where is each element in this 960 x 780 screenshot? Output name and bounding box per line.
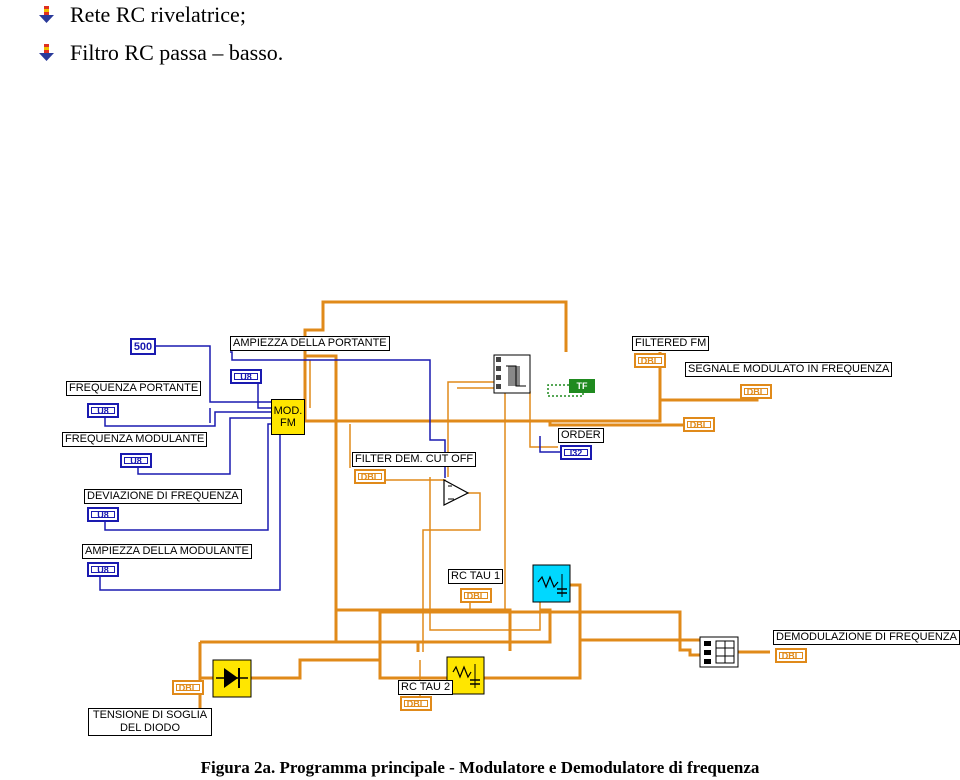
wire <box>248 382 272 409</box>
terminal-tensione-soglia[interactable]: DBL <box>172 680 204 695</box>
terminal-frequenza-portante[interactable]: U8 <box>87 403 119 418</box>
mod-fm-line1: MOD. <box>273 405 303 417</box>
build-array-icon <box>699 636 739 668</box>
terminal-ampiezza-modulante[interactable]: U8 <box>87 562 119 577</box>
label-frequenza-modulante: FREQUENZA MODULANTE <box>62 432 208 447</box>
wire <box>422 492 481 652</box>
rc-network-icon <box>532 564 571 603</box>
terminal-deviazione-frequenza[interactable]: U8 <box>87 507 119 522</box>
wire <box>198 642 213 680</box>
terminal-segnale-modulato[interactable]: DBL <box>740 384 772 399</box>
wire <box>305 352 662 423</box>
label-rc-tau-2: RC TAU 2 <box>398 680 454 695</box>
wire <box>547 384 584 397</box>
label-deviazione-frequenza: DEVIAZIONE DI FREQUENZA <box>84 489 242 504</box>
wire <box>378 610 700 660</box>
label-filtered-fm: FILTERED FM <box>632 336 710 351</box>
wire <box>447 381 494 477</box>
terminal-ampiezza-portante[interactable]: U8 <box>230 369 262 384</box>
wire <box>336 608 552 644</box>
wire <box>483 638 700 680</box>
terminal-boolean[interactable]: TF <box>569 379 595 393</box>
terminal-rc-tau-2[interactable]: DBL <box>400 696 432 711</box>
label-ampiezza-portante: AMPIEZZA DELLA PORTANTE <box>230 336 390 351</box>
wire <box>104 423 272 531</box>
label-segnale-modulato: SEGNALE MODULATO IN FREQUENZA <box>685 362 893 377</box>
filter-vi-icon <box>493 354 531 394</box>
figure-caption: Figura 2a. Programma principale - Modula… <box>200 758 760 777</box>
terminal-order[interactable]: I32 <box>560 445 592 460</box>
diode-icon <box>212 659 252 698</box>
label-rc-tau-1: RC TAU 1 <box>448 569 504 584</box>
label-ampiezza-modulante: AMPIEZZA DELLA MODULANTE <box>82 544 252 559</box>
terminal-frequenza-modulante[interactable]: U8 <box>120 453 152 468</box>
label-demodulazione: DEMODULAZIONE DI FREQUENZA <box>773 630 960 645</box>
wire <box>137 417 272 475</box>
comparator-icon <box>443 478 470 506</box>
terminal-demodulazione[interactable]: DBL <box>775 648 807 663</box>
bullet-text: Filtro RC passa – basso. <box>70 40 284 65</box>
constant-500[interactable]: 500 <box>130 338 156 355</box>
rc-filter-icon <box>446 656 485 695</box>
bullet-arrow-icon <box>39 6 54 23</box>
label-frequenza-portante: FREQUENZA PORTANTE <box>66 381 202 396</box>
wire <box>429 477 541 631</box>
label-order: ORDER <box>558 428 604 443</box>
block-diagram-wires <box>99 300 770 725</box>
bullet-arrow-icon <box>39 44 54 61</box>
wire <box>303 354 338 642</box>
label-tensione-soglia: TENSIONE DI SOGLIA DEL DIODO <box>88 708 212 736</box>
wire <box>305 419 683 427</box>
terminal-rc-tau-1[interactable]: DBL <box>460 588 492 603</box>
bullet-item: Rete RC rivelatrice; <box>36 0 246 30</box>
terminal-dbl-output[interactable]: DBL <box>683 417 715 432</box>
terminal-filter-cut-off[interactable]: DBL <box>354 469 386 484</box>
wire <box>104 411 272 427</box>
mod-fm-block[interactable]: MOD. FM <box>271 399 305 435</box>
wire <box>539 436 560 453</box>
terminal-filtered-fm[interactable]: DBL <box>634 353 666 368</box>
bullet-item: Filtro RC passa – basso. <box>36 38 283 68</box>
wire <box>570 583 582 640</box>
wire <box>251 658 447 680</box>
wire <box>230 351 446 478</box>
label-filter-cut-off: FILTER DEM. CUT OFF <box>352 452 477 467</box>
wire <box>156 345 272 403</box>
mod-fm-line2: FM <box>280 417 296 429</box>
wire <box>334 608 512 651</box>
bullet-text: Rete RC rivelatrice; <box>70 2 246 27</box>
